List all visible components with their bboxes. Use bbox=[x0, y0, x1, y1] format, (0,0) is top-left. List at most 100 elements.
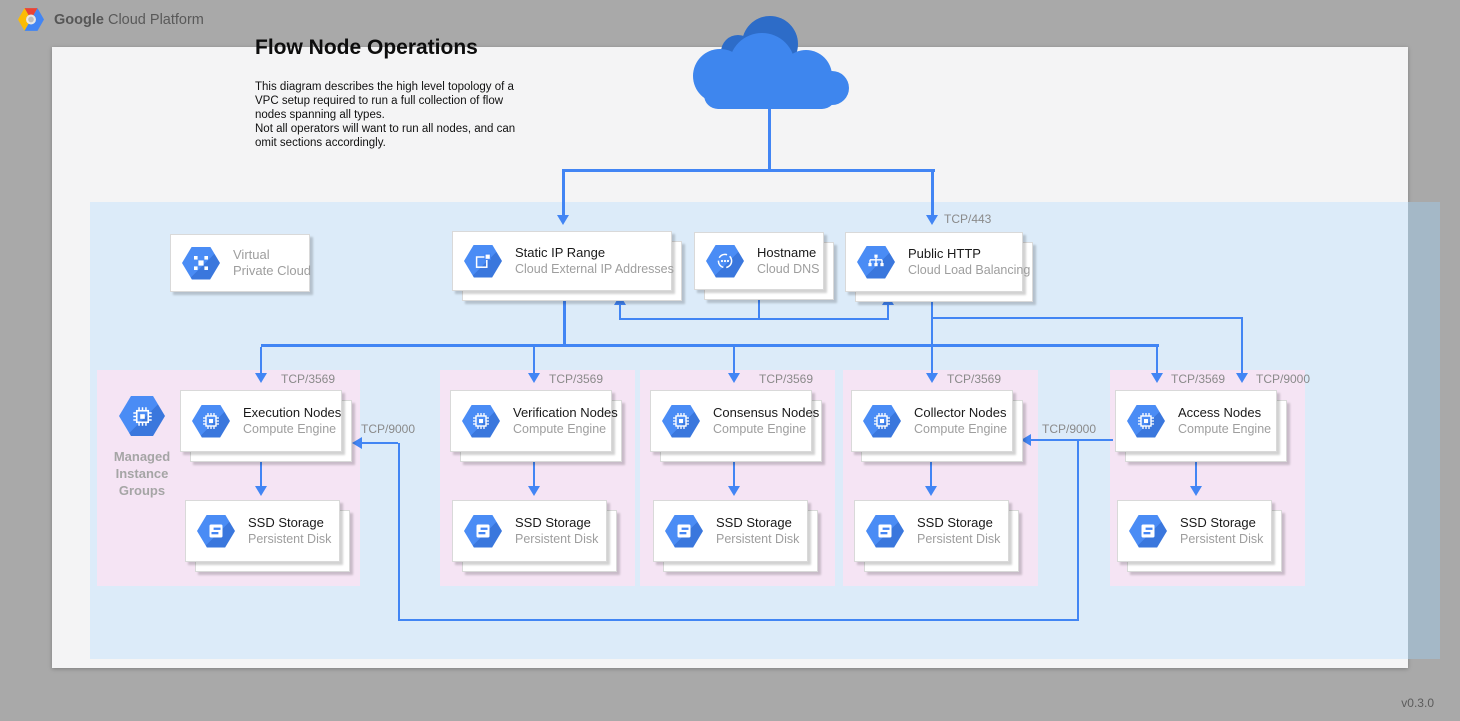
compute-engine-icon bbox=[863, 404, 901, 438]
access-nodes-card: Access Nodes Compute Engine bbox=[1115, 390, 1287, 462]
storage-card-title: SSD Storage bbox=[917, 515, 993, 530]
node-card-title: Collector Nodes bbox=[914, 405, 1007, 420]
storage-card-subtitle: Persistent Disk bbox=[248, 532, 332, 546]
node-card-subtitle: Compute Engine bbox=[1178, 422, 1272, 436]
version-label: v0.3.0 bbox=[1401, 696, 1434, 710]
hostname-card: Hostname Cloud DNS bbox=[694, 232, 834, 300]
port-label-tcp443: TCP/443 bbox=[944, 212, 992, 226]
line-dns-to-static-ip bbox=[619, 304, 621, 318]
execution-ssd-card: SSD Storage Persistent Disk bbox=[185, 500, 350, 572]
line-bottom-return bbox=[398, 619, 1079, 621]
line-bus-to-access bbox=[1156, 347, 1158, 375]
arrow-collector-ssd bbox=[925, 486, 937, 496]
brand-google: Google bbox=[54, 11, 104, 28]
static-ip-card: Static IP Range Cloud External IP Addres… bbox=[452, 231, 682, 301]
arrow-access-ssd bbox=[1190, 486, 1202, 496]
arrow-consensus-ssd bbox=[728, 486, 740, 496]
managed-instance-groups-icon bbox=[119, 396, 165, 436]
consensus-nodes-card: Consensus Nodes Compute Engine bbox=[650, 390, 822, 462]
external-ip-icon bbox=[464, 244, 502, 278]
port-label-collector: TCP/3569 bbox=[947, 372, 1002, 386]
storage-card-title: SSD Storage bbox=[1180, 515, 1256, 530]
node-card-title: Access Nodes bbox=[1178, 405, 1262, 420]
arrow-into-static-ip bbox=[557, 215, 569, 225]
persistent-disk-icon bbox=[665, 514, 703, 548]
line-to-static-ip bbox=[562, 169, 565, 216]
brand-cloud-platform: Cloud Platform bbox=[103, 11, 204, 28]
description-line: This diagram describes the high level to… bbox=[255, 81, 514, 93]
persistent-disk-icon bbox=[197, 514, 235, 548]
vpc-card: Virtual Private Cloud bbox=[170, 234, 312, 292]
hostname-title: Hostname bbox=[757, 245, 817, 260]
vpc-icon bbox=[182, 246, 220, 280]
line-lb-to-access-vertical bbox=[1241, 317, 1243, 375]
port-label-verification: TCP/3569 bbox=[549, 372, 604, 386]
load-balancer-icon bbox=[857, 245, 895, 279]
line-collector-to-ssd bbox=[930, 460, 932, 488]
line-bus-to-execution bbox=[260, 347, 262, 375]
node-card-title: Verification Nodes bbox=[513, 405, 618, 420]
line-dns-horizontal bbox=[619, 318, 889, 320]
vpc-card-line1: Virtual bbox=[233, 247, 270, 262]
line-top-split bbox=[563, 169, 935, 172]
line-up-to-execution bbox=[398, 443, 400, 619]
line-lb-to-collector bbox=[931, 291, 933, 375]
compute-engine-icon bbox=[1127, 404, 1165, 438]
vpc-region-overflow bbox=[1408, 202, 1440, 659]
line-lb-to-access-horizontal bbox=[932, 317, 1243, 319]
mig-label-line: Instance bbox=[115, 466, 169, 481]
line-bus-to-verification bbox=[533, 347, 535, 375]
line-access-to-collector bbox=[1030, 439, 1113, 441]
public-http-card: Public HTTP Cloud Load Balancing bbox=[845, 232, 1033, 302]
storage-card-subtitle: Persistent Disk bbox=[917, 532, 1001, 546]
public-http-subtitle: Cloud Load Balancing bbox=[908, 263, 1031, 277]
consensus-ssd-card: SSD Storage Persistent Disk bbox=[653, 500, 818, 572]
arrow-into-access bbox=[1151, 373, 1163, 383]
vpc-card-line2: Private Cloud bbox=[233, 263, 312, 278]
persistent-disk-icon bbox=[1129, 514, 1167, 548]
port-label-collector-9000: TCP/9000 bbox=[1042, 422, 1097, 436]
gcp-header: Google Cloud Platform bbox=[18, 8, 204, 31]
line-distribution-bus bbox=[261, 344, 1159, 347]
public-http-title: Public HTTP bbox=[908, 246, 981, 261]
mig-label-line: Managed bbox=[113, 449, 171, 464]
port-label-consensus: TCP/3569 bbox=[759, 372, 814, 386]
line-access-down bbox=[1077, 441, 1079, 619]
port-label-execution-9000: TCP/9000 bbox=[361, 422, 416, 436]
arrow-into-collector bbox=[926, 373, 938, 383]
storage-card-title: SSD Storage bbox=[716, 515, 792, 530]
line-access-to-ssd bbox=[1195, 460, 1197, 488]
collector-ssd-card: SSD Storage Persistent Disk bbox=[854, 500, 1019, 572]
storage-card-subtitle: Persistent Disk bbox=[716, 532, 800, 546]
arrow-into-execution-9000 bbox=[352, 437, 362, 449]
port-label-access-9000: TCP/9000 bbox=[1256, 372, 1311, 386]
description-line: Not all operators will want to run all n… bbox=[255, 123, 516, 135]
arrow-into-load-balancer bbox=[926, 215, 938, 225]
arrow-execution-ssd bbox=[255, 486, 267, 496]
page-title: Flow Node Operations bbox=[255, 36, 478, 59]
line-to-load-balancer bbox=[931, 169, 934, 216]
managed-instance-groups-label: Managed Instance Groups bbox=[101, 448, 183, 499]
arrow-into-collector-9000 bbox=[1021, 434, 1031, 446]
node-card-title: Execution Nodes bbox=[243, 405, 342, 420]
arrow-into-consensus bbox=[728, 373, 740, 383]
arrow-into-execution bbox=[255, 373, 267, 383]
line-dns-to-lb bbox=[887, 304, 889, 318]
line-static-ip-to-bus bbox=[563, 291, 566, 347]
line-verification-to-ssd bbox=[533, 460, 535, 488]
verification-nodes-card: Verification Nodes Compute Engine bbox=[450, 390, 622, 462]
mig-label-line: Groups bbox=[118, 483, 166, 498]
description-line: omit sections accordingly. bbox=[255, 137, 386, 149]
description-line: VPC setup required to run a full collect… bbox=[255, 95, 504, 107]
storage-card-subtitle: Persistent Disk bbox=[1180, 532, 1264, 546]
static-ip-subtitle: Cloud External IP Addresses bbox=[515, 262, 674, 276]
storage-card-title: SSD Storage bbox=[515, 515, 591, 530]
description-line: nodes spanning all types. bbox=[255, 109, 385, 121]
line-cloud-down bbox=[768, 108, 771, 170]
persistent-disk-icon bbox=[866, 514, 904, 548]
line-into-execution-9000 bbox=[361, 442, 398, 444]
storage-card-title: SSD Storage bbox=[248, 515, 324, 530]
arrow-into-verification bbox=[528, 373, 540, 383]
port-label-execution: TCP/3569 bbox=[281, 372, 336, 386]
